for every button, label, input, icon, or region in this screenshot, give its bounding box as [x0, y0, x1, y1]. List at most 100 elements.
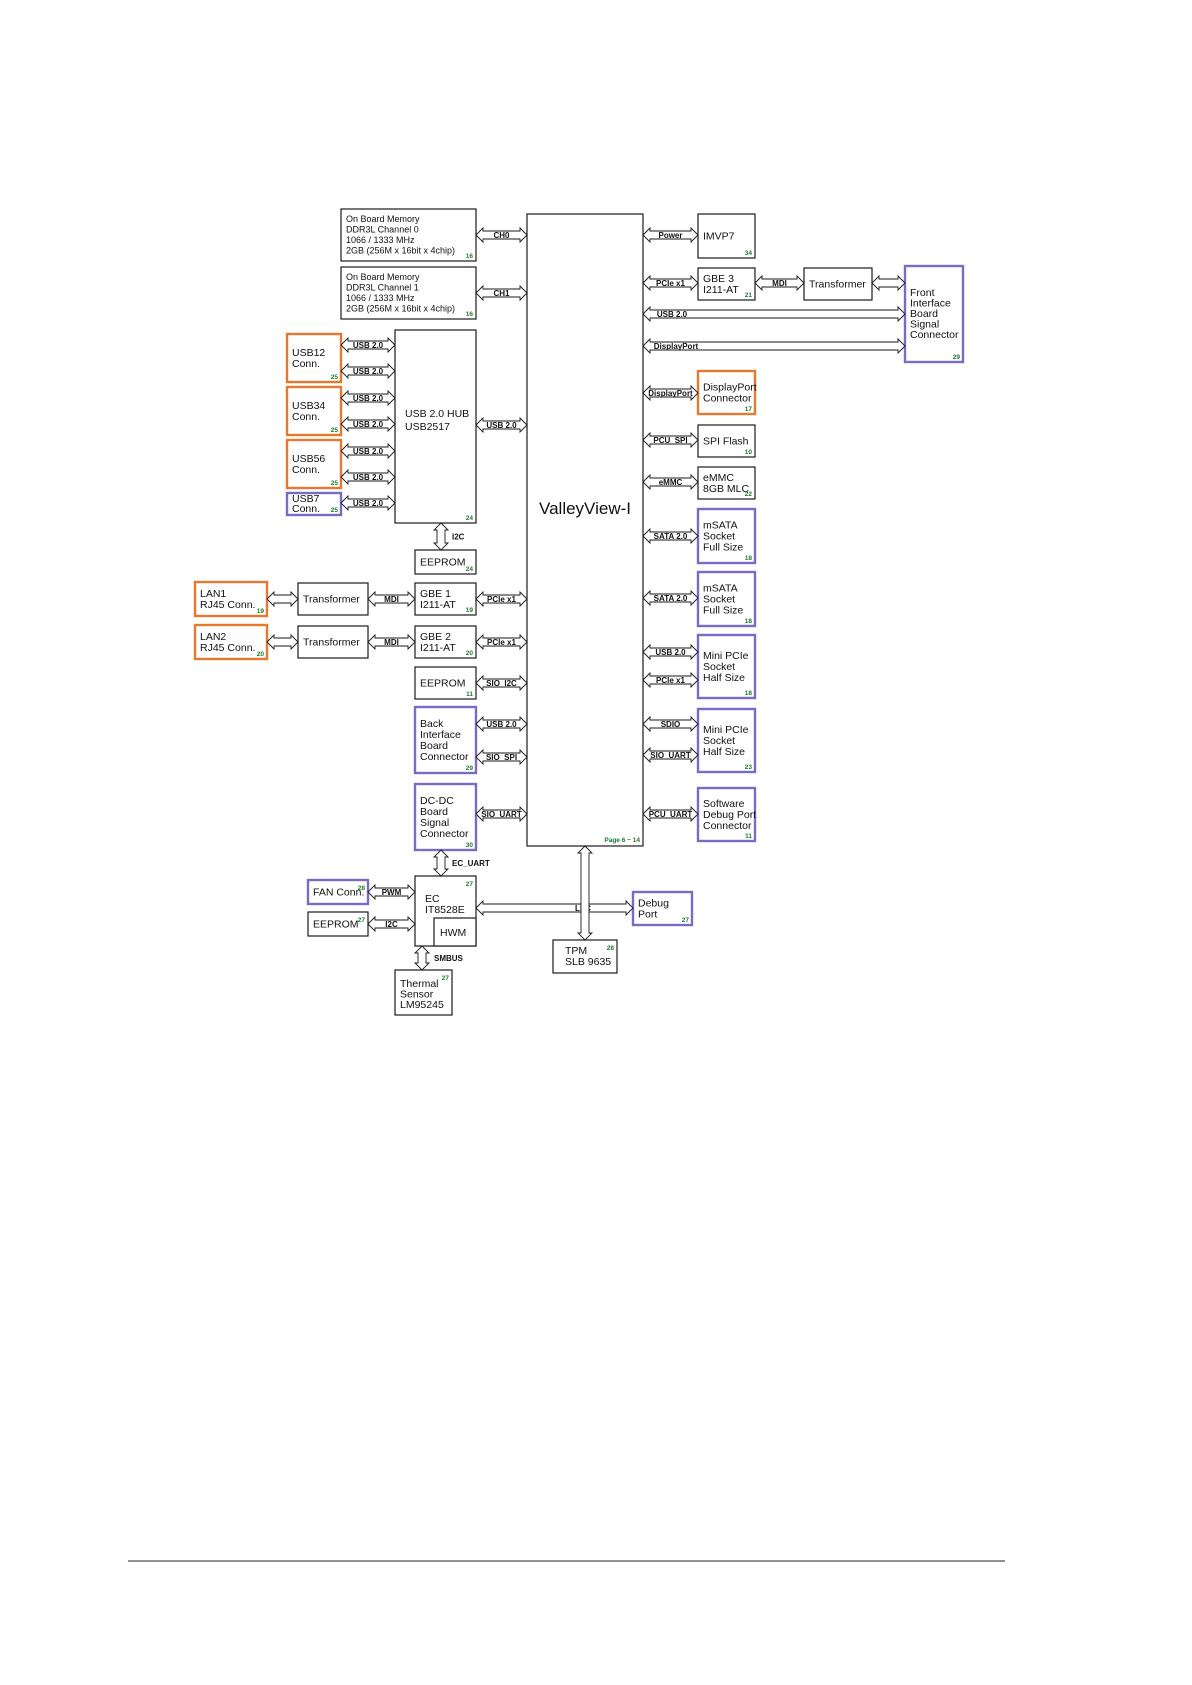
pcie-mini1-label: PCIe x1 — [656, 676, 685, 685]
minipcie2-label-1: Socket — [703, 735, 735, 747]
sdio-label: SDIO — [661, 720, 681, 729]
pcie-gbe1-label: PCIe x1 — [487, 595, 516, 604]
gbe2-page-ref: 20 — [466, 650, 474, 657]
front-link-bus — [871, 274, 906, 292]
lan1-page-ref: 19 — [257, 608, 265, 615]
msata2-page-ref: 18 — [745, 618, 753, 625]
cpu-label: ValleyView-I — [539, 499, 631, 518]
usb-p1-label: USB 2.0 — [353, 341, 384, 350]
power-bus: Power — [642, 226, 699, 244]
lan1-label-0: LAN1 — [200, 588, 226, 600]
sio-uart-mini2-bus: SIO_UART — [642, 746, 699, 764]
usb-p3-label: USB 2.0 — [353, 394, 384, 403]
mem1-label-1: DDR3L Channel 1 — [346, 283, 419, 293]
sio-spi-bus: SIO_SPI — [475, 748, 528, 766]
gbe1-page-ref: 19 — [466, 607, 474, 614]
xfmr2-label-0: Transformer — [303, 637, 360, 649]
usb12-page-ref: 25 — [331, 374, 339, 381]
back_if-page-ref: 29 — [466, 765, 474, 772]
usb-p6-label: USB 2.0 — [353, 473, 384, 482]
usb12-label-0: USB12 — [292, 347, 325, 359]
fan-label-0: FAN Conn. — [313, 886, 364, 898]
back_if-label-3: Connector — [420, 751, 469, 763]
swdebug-page-ref: 11 — [745, 833, 752, 840]
minipcie2-label-2: Half Size — [703, 746, 745, 758]
eeprom_sio-label-0: EEPROM — [420, 678, 466, 690]
minipcie1-label-0: Mini PCIe — [703, 650, 749, 662]
thermal-label-0: Thermal — [400, 978, 439, 990]
usb-hub-up-bus: USB 2.0 — [475, 416, 528, 434]
gbe2-label-1: I211-AT — [420, 642, 456, 654]
mem1-label-0: On Board Memory — [346, 272, 420, 282]
pwm-label: PWM — [382, 888, 402, 897]
msata2-label-0: mSATA — [703, 582, 738, 594]
lan1-label-1: RJ45 Conn. — [200, 599, 255, 611]
usb-p2-bus: USB 2.0 — [340, 362, 396, 380]
mem1-page-ref: 16 — [466, 311, 474, 318]
ch0-bus: CH0 — [475, 226, 528, 244]
swdebug-label-1: Debug Port — [703, 809, 756, 821]
emmc-label-0: eMMC — [703, 472, 734, 484]
ec-uart-label: EC_UART — [452, 859, 490, 868]
mem0-label-1: DDR3L Channel 0 — [346, 225, 419, 235]
hwm-block: HWM — [433, 917, 477, 947]
pcie-gbe1-bus: PCIe x1 — [475, 590, 528, 608]
msata1-label-1: Socket — [703, 530, 735, 542]
msata2-label-2: Full Size — [703, 604, 743, 616]
back_if-label-1: Interface — [420, 729, 461, 741]
usb-p4-label: USB 2.0 — [353, 420, 384, 429]
usb-mini1-bus: USB 2.0 — [642, 643, 699, 661]
dcdc-label-2: Signal — [420, 817, 449, 829]
eeprom_ec-label-0: EEPROM — [313, 918, 359, 930]
i2c-ec-label: I2C — [385, 920, 398, 929]
minipcie2-label-0: Mini PCIe — [703, 724, 749, 736]
pcie-gbe3-label: PCIe x1 — [656, 279, 685, 288]
usb7-label-0: USB7 — [292, 493, 320, 505]
ec-label-1: IT8528E — [425, 904, 465, 916]
sata2-label: SATA 2.0 — [654, 594, 688, 603]
gbe2-label-0: GBE 2 — [420, 631, 451, 643]
usb-p5-label: USB 2.0 — [353, 447, 384, 456]
mem0-label-0: On Board Memory — [346, 214, 420, 224]
msata1-label-2: Full Size — [703, 541, 743, 553]
mdi1-label: MDI — [384, 595, 399, 604]
ch0-label: CH0 — [493, 231, 510, 240]
ec-page-ref: 27 — [466, 881, 474, 888]
front_if-label-4: Connector — [910, 329, 959, 341]
front_if-label-2: Board — [910, 308, 938, 320]
usb-p4-bus: USB 2.0 — [340, 415, 396, 433]
mdi2-bus: MDI — [367, 633, 416, 651]
sata1-label: SATA 2.0 — [654, 532, 688, 541]
dcdc-label-1: Board — [420, 806, 448, 818]
lan2-page-ref: 20 — [257, 651, 265, 658]
minipcie1-page-ref: 18 — [745, 690, 753, 697]
spi-page-ref: 10 — [745, 449, 753, 456]
usb-p3-bus: USB 2.0 — [340, 389, 396, 407]
mem1-label-3: 2GB (256M x 16bit x 4chip) — [346, 304, 455, 314]
xfmr3-label-0: Transformer — [809, 279, 866, 291]
msata1-label-0: mSATA — [703, 519, 738, 531]
usb-mini1-label: USB 2.0 — [655, 648, 686, 657]
sata2-bus: SATA 2.0 — [642, 589, 699, 607]
gbe1-label-1: I211-AT — [420, 599, 456, 611]
xfmr3-block: Transformer — [803, 267, 873, 301]
usb-p5-bus: USB 2.0 — [340, 442, 396, 460]
sio-uart-mini2-label: SIO_UART — [650, 751, 691, 760]
pcie-mini1-bus: PCIe x1 — [642, 671, 699, 689]
dcdc-page-ref: 30 — [466, 842, 474, 849]
dcdc-label-0: DC-DC — [420, 795, 454, 807]
eeprom_hub-page-ref: 24 — [466, 566, 474, 573]
